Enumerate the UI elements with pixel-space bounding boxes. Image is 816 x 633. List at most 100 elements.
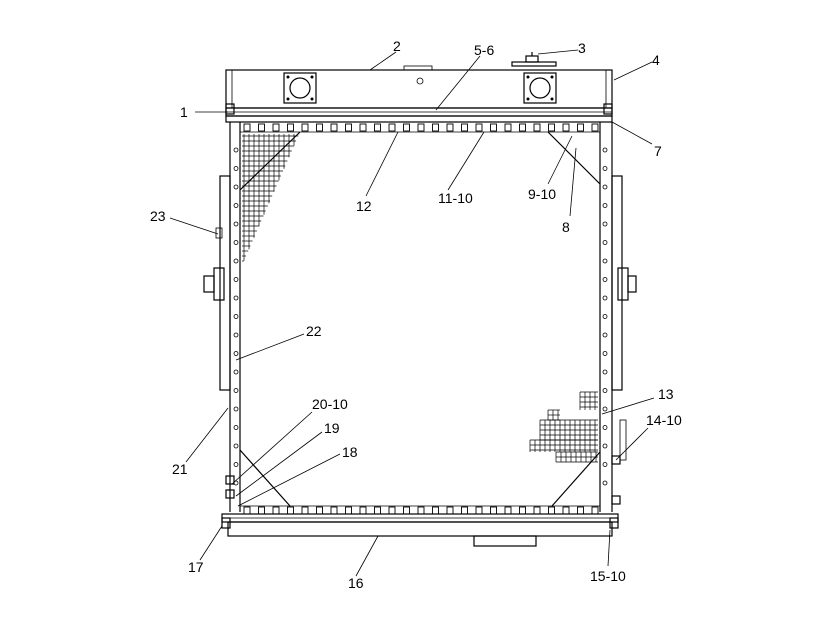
- mounting-hole: [233, 314, 239, 319]
- mounting-hole: [233, 203, 239, 208]
- mounting-hole: [602, 277, 608, 282]
- mounting-hole: [602, 369, 608, 375]
- right-side-holes: [602, 147, 608, 486]
- bolt-head: [287, 506, 294, 515]
- bolt-head: [519, 123, 526, 132]
- top-bolt-row: [243, 123, 599, 132]
- mounting-hole: [233, 443, 239, 449]
- bolt-head: [475, 123, 483, 132]
- bolt-head: [330, 123, 338, 132]
- bolt-head: [432, 506, 439, 515]
- callout-13: 13: [658, 386, 674, 402]
- bolt-head: [577, 506, 584, 515]
- leader-lines: [169, 49, 655, 577]
- bolt-head: [359, 123, 367, 132]
- mounting-hole: [233, 462, 239, 467]
- bolt-head: [359, 506, 367, 515]
- mounting-hole: [233, 295, 239, 301]
- bolt-head: [504, 506, 512, 515]
- bolt-head: [388, 506, 396, 515]
- callout-4: 4: [652, 52, 660, 68]
- mounting-hole: [602, 443, 608, 449]
- callout-3: 3: [578, 40, 586, 56]
- mounting-hole: [602, 184, 608, 190]
- screen-mesh-bottom-right: [529, 391, 598, 463]
- bolt-head: [461, 506, 468, 515]
- bolt-head: [562, 123, 570, 132]
- mounting-hole: [233, 388, 239, 393]
- mounting-hole: [233, 425, 239, 430]
- bolt-head: [243, 506, 251, 515]
- bolt-head: [533, 123, 541, 132]
- drain-cock: [225, 475, 235, 499]
- mounting-hole: [602, 147, 608, 153]
- mounting-hole: [233, 369, 239, 375]
- right-shroud-plate: [611, 175, 637, 461]
- left-side-holes: [233, 147, 239, 486]
- callout-20-10: 20-10: [312, 396, 348, 412]
- bolt-head: [548, 123, 555, 132]
- mounting-hole: [233, 277, 239, 282]
- callout-7: 7: [654, 143, 662, 159]
- callout-17: 17: [188, 559, 204, 575]
- filler-cap: [511, 52, 557, 67]
- mounting-hole: [602, 295, 608, 301]
- mounting-hole: [602, 388, 608, 393]
- bolt-head: [417, 506, 425, 515]
- mounting-hole: [233, 258, 239, 264]
- mounting-hole: [602, 425, 608, 430]
- bolt-head: [243, 123, 251, 132]
- core-frame: [229, 122, 613, 512]
- bolt-head: [548, 506, 555, 515]
- mounting-hole: [233, 166, 239, 171]
- bolt-head: [403, 506, 410, 515]
- mounting-hole: [233, 332, 239, 338]
- bolt-head: [287, 123, 294, 132]
- bottom-tank: [221, 513, 619, 547]
- mounting-hole: [602, 203, 608, 208]
- bolt-head: [562, 506, 570, 515]
- bolt-head: [490, 123, 497, 132]
- callout-22: 22: [306, 323, 322, 339]
- callout-15-10: 15-10: [590, 568, 626, 584]
- bolt-head: [316, 123, 323, 132]
- top-tank: [225, 52, 613, 123]
- bolt-head: [345, 123, 352, 132]
- callout-16: 16: [348, 575, 364, 591]
- mounting-hole: [602, 462, 608, 467]
- mounting-hole: [602, 406, 608, 412]
- mounting-hole: [602, 314, 608, 319]
- callout-19: 19: [324, 420, 340, 436]
- right-port-flange: [523, 72, 557, 104]
- bolt-head: [490, 506, 497, 515]
- bolt-head: [577, 123, 584, 132]
- mounting-hole: [602, 332, 608, 338]
- bolt-head: [388, 123, 396, 132]
- callout-1: 1: [180, 104, 188, 120]
- mounting-hole: [602, 351, 608, 356]
- bolt-head: [475, 506, 483, 515]
- bolt-head: [446, 506, 454, 515]
- bolt-head: [330, 506, 338, 515]
- left-shroud-plate: [203, 175, 231, 391]
- mounting-hole: [233, 147, 239, 153]
- bolt-head: [345, 506, 352, 515]
- bolt-head: [301, 506, 309, 515]
- mounting-hole: [233, 184, 239, 190]
- bolt-head: [461, 123, 468, 132]
- callout-8: 8: [562, 219, 570, 235]
- mounting-hole: [233, 240, 239, 245]
- bolt-head: [591, 506, 599, 515]
- callout-labels: 1 2 3 4 5-6 7 8 9-10 11-10 12 13 14-10 1…: [150, 38, 682, 591]
- bolt-head: [533, 506, 541, 515]
- bolt-head: [417, 123, 425, 132]
- bolt-head: [316, 506, 323, 515]
- bolt-head: [591, 123, 599, 132]
- callout-5-6: 5-6: [474, 42, 494, 58]
- callout-23: 23: [150, 208, 166, 224]
- bolt-head: [403, 123, 410, 132]
- bolt-head: [301, 123, 309, 132]
- bolt-head: [374, 123, 381, 132]
- bolt-head: [272, 506, 280, 515]
